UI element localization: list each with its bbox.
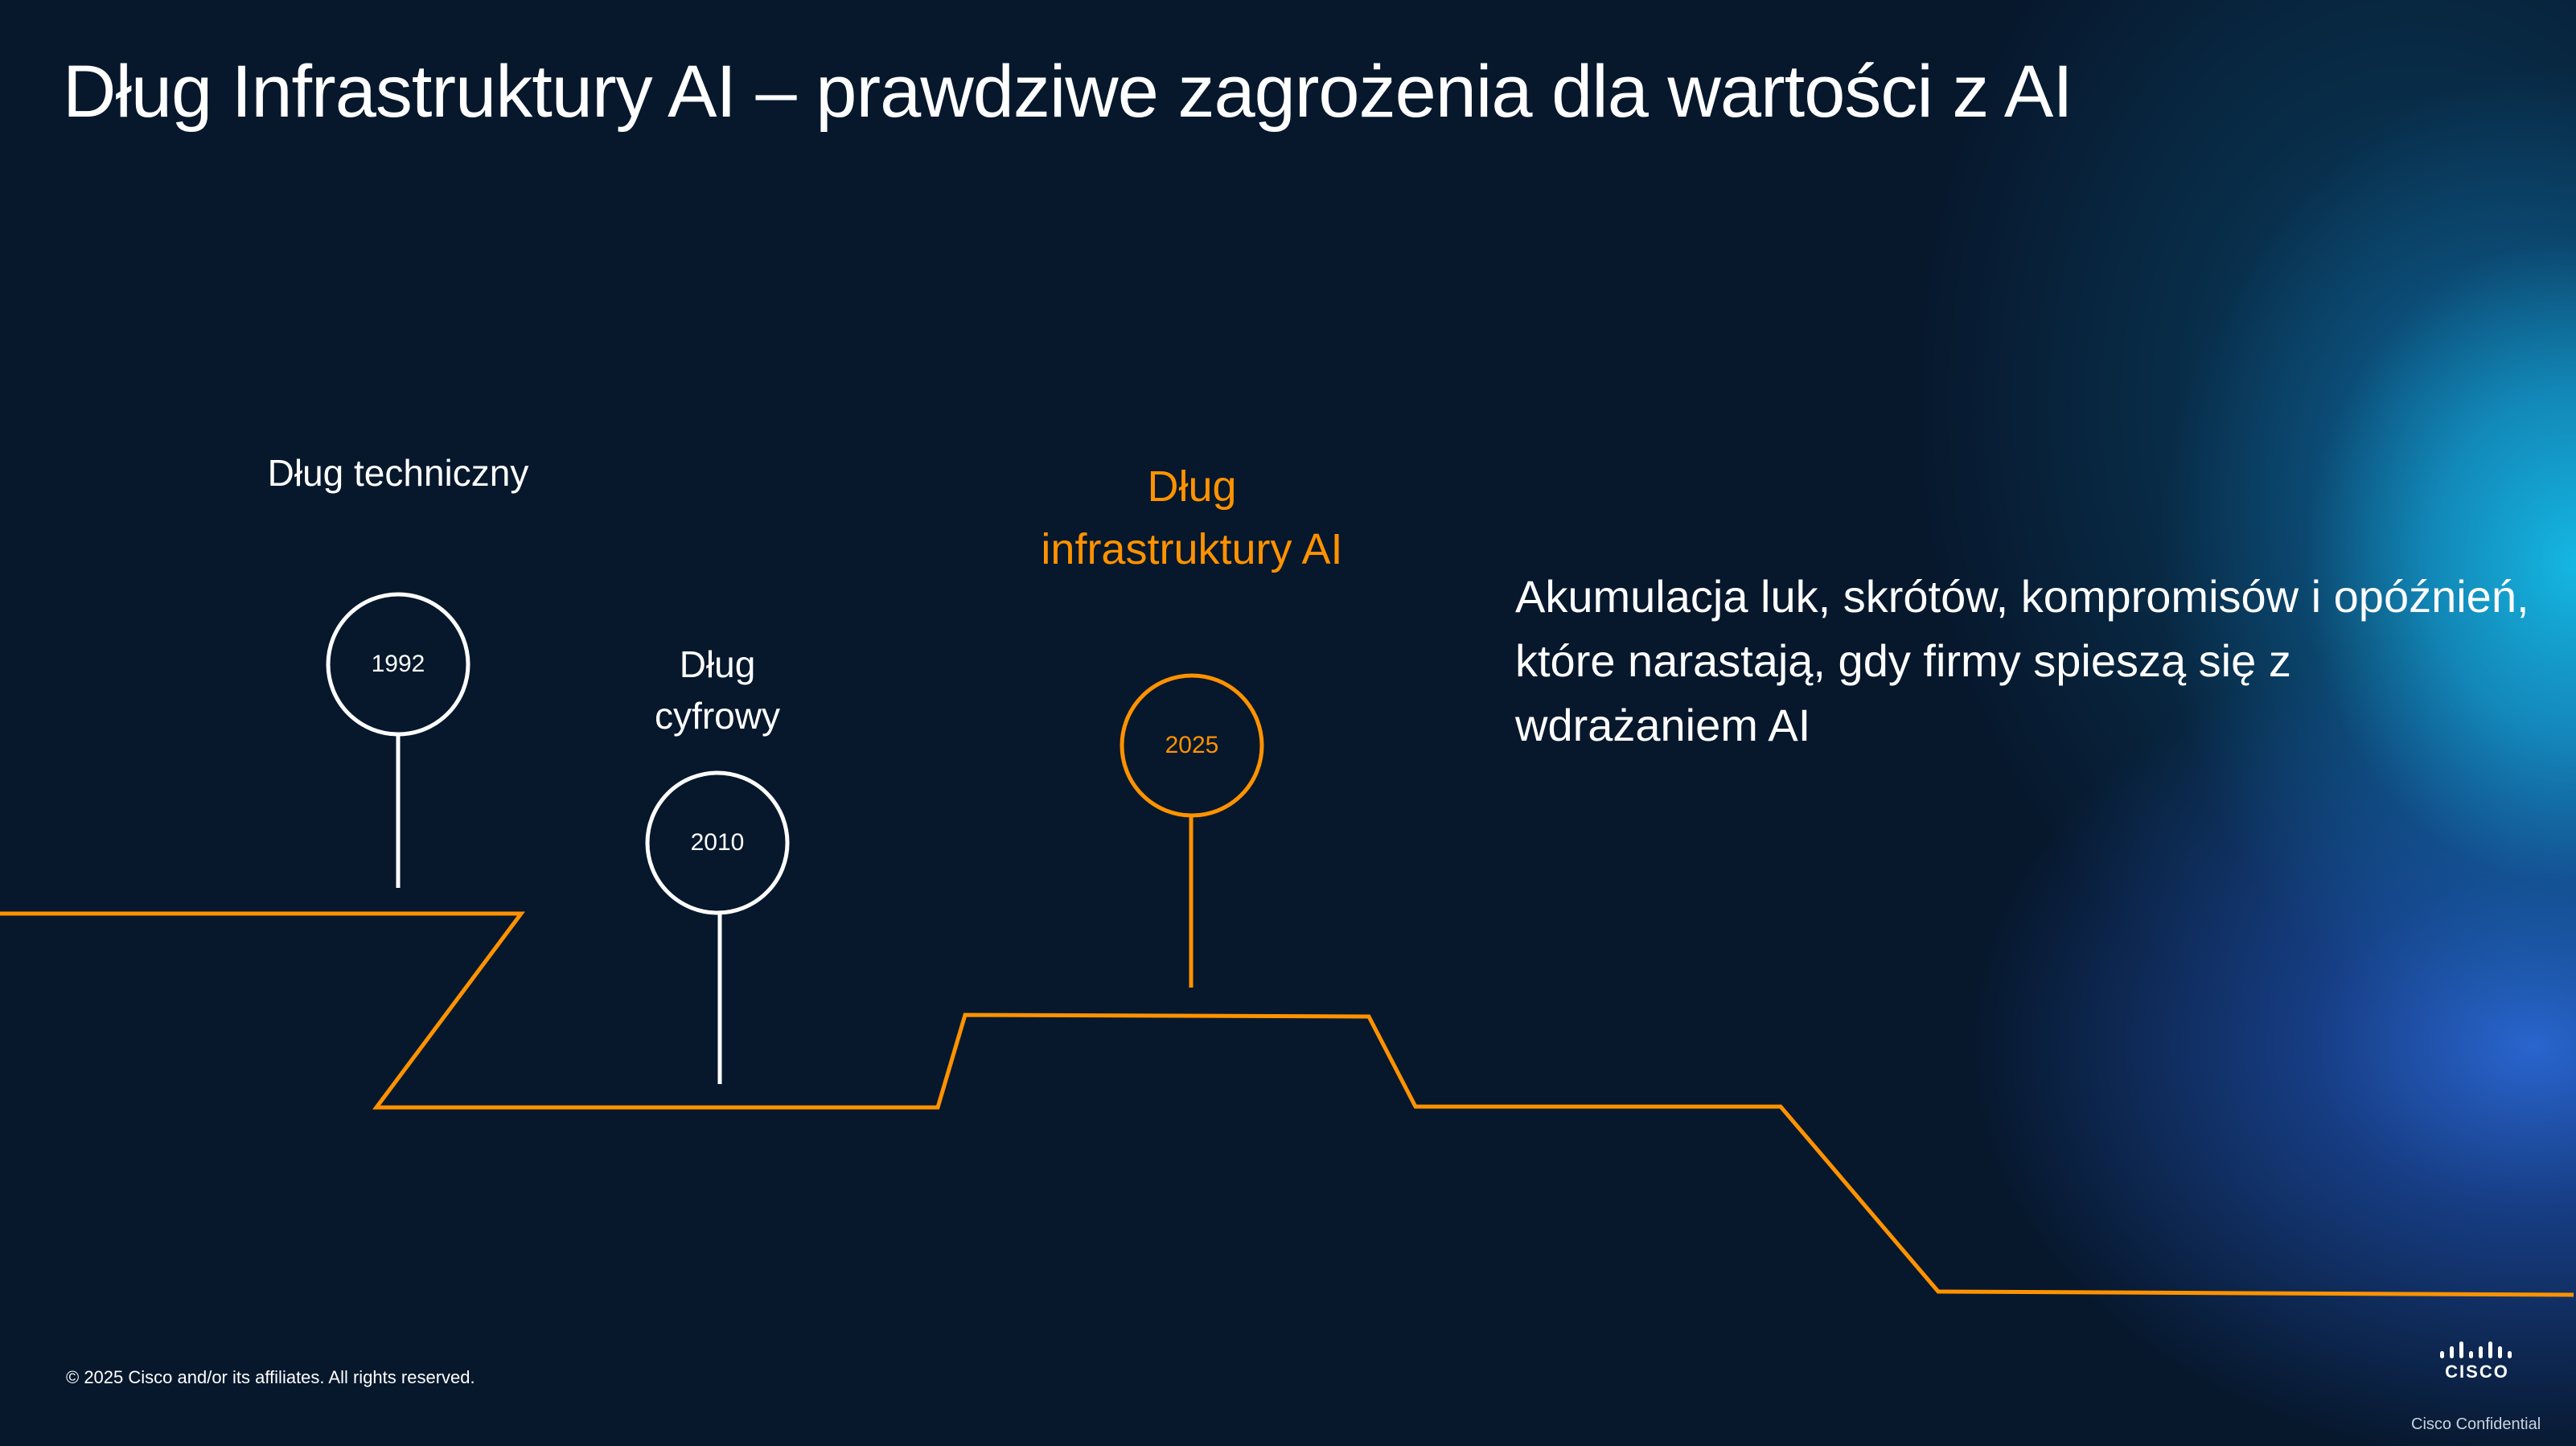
milestone-label-technical-debt: Dług techniczny — [267, 452, 529, 494]
label-line-1: Dług — [1147, 462, 1237, 511]
cisco-bridge-icon — [2440, 1341, 2512, 1358]
slide-title: Dług Infrastruktury AI – prawdziwe zagro… — [63, 51, 2073, 133]
milestone-year-2025: 2025 — [1165, 732, 1219, 758]
label-line-2: infrastruktury AI — [1041, 525, 1343, 573]
milestone-year-1992: 1992 — [371, 651, 425, 677]
milestone-1992-marker — [326, 592, 470, 888]
cisco-wordmark: CISCO — [2445, 1362, 2509, 1382]
milestone-label-ai-infrastructure-debt: Dług infrastruktury AI — [951, 455, 1433, 581]
milestone-2010-marker — [645, 770, 790, 1084]
value-trend-line — [0, 911, 2574, 1297]
definition-text: Akumulacja luk, skrótów, kompromisów i o… — [1515, 571, 2529, 750]
label-line-2: cyfrowy — [655, 695, 780, 737]
milestone-year-2010: 2010 — [690, 829, 745, 856]
milestone-2025-marker — [1120, 673, 1264, 988]
copyright-notice: © 2025 Cisco and/or its affiliates. All … — [66, 1367, 475, 1387]
cisco-logo: CISCO — [2437, 1341, 2517, 1382]
label-line-1: Dług — [679, 643, 756, 685]
milestone-label-digital-debt: Dług cyfrowy — [597, 639, 838, 741]
confidentiality-label: Cisco Confidential — [2411, 1415, 2541, 1433]
